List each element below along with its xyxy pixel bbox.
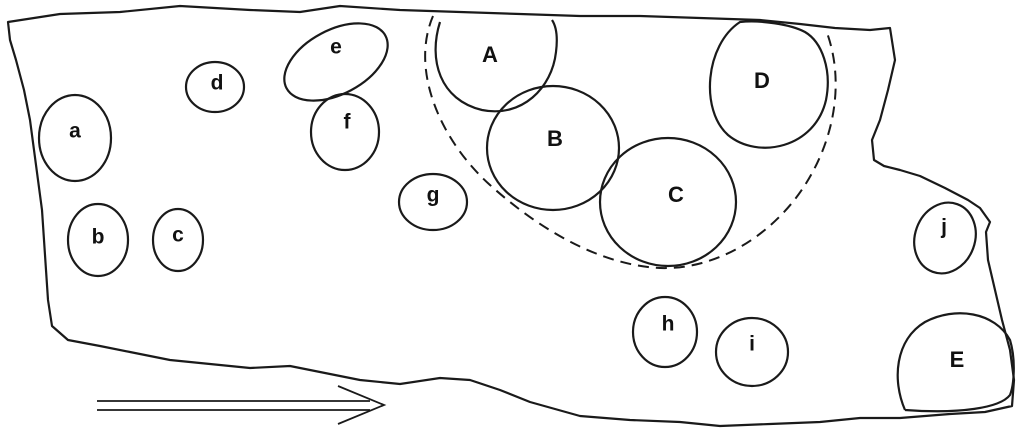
cell-a: [37, 93, 113, 183]
cell-d: [184, 60, 246, 114]
label-D: D: [754, 68, 770, 93]
label-B: B: [547, 126, 563, 151]
label-e: e: [330, 36, 342, 59]
label-b: b: [92, 226, 105, 249]
cell-E: [896, 312, 1015, 413]
cell-f: [309, 92, 381, 172]
label-f: f: [344, 111, 352, 134]
label-A: A: [482, 42, 498, 67]
specimen-outline: [6, 4, 1016, 428]
cell-h: [631, 295, 699, 369]
cell-e: [283, 22, 389, 102]
cell-C: [598, 136, 738, 268]
label-E: E: [950, 347, 965, 372]
label-i: i: [749, 333, 755, 356]
cell-j: [913, 201, 977, 275]
cell-B: [485, 84, 621, 212]
label-c: c: [172, 224, 184, 247]
dashed-boundary: [424, 15, 837, 270]
cell-c: [151, 207, 205, 273]
direction-arrow: [97, 385, 387, 425]
label-C: C: [668, 182, 684, 207]
label-h: h: [662, 313, 675, 336]
cell-b: [66, 202, 130, 278]
label-d: d: [211, 72, 224, 95]
cell-D: [708, 20, 829, 149]
cell-A: [434, 19, 558, 113]
cell-g: [397, 172, 469, 232]
cell-i: [714, 316, 790, 388]
label-a: a: [69, 120, 81, 143]
label-g: g: [427, 184, 440, 207]
label-j: j: [940, 216, 947, 239]
